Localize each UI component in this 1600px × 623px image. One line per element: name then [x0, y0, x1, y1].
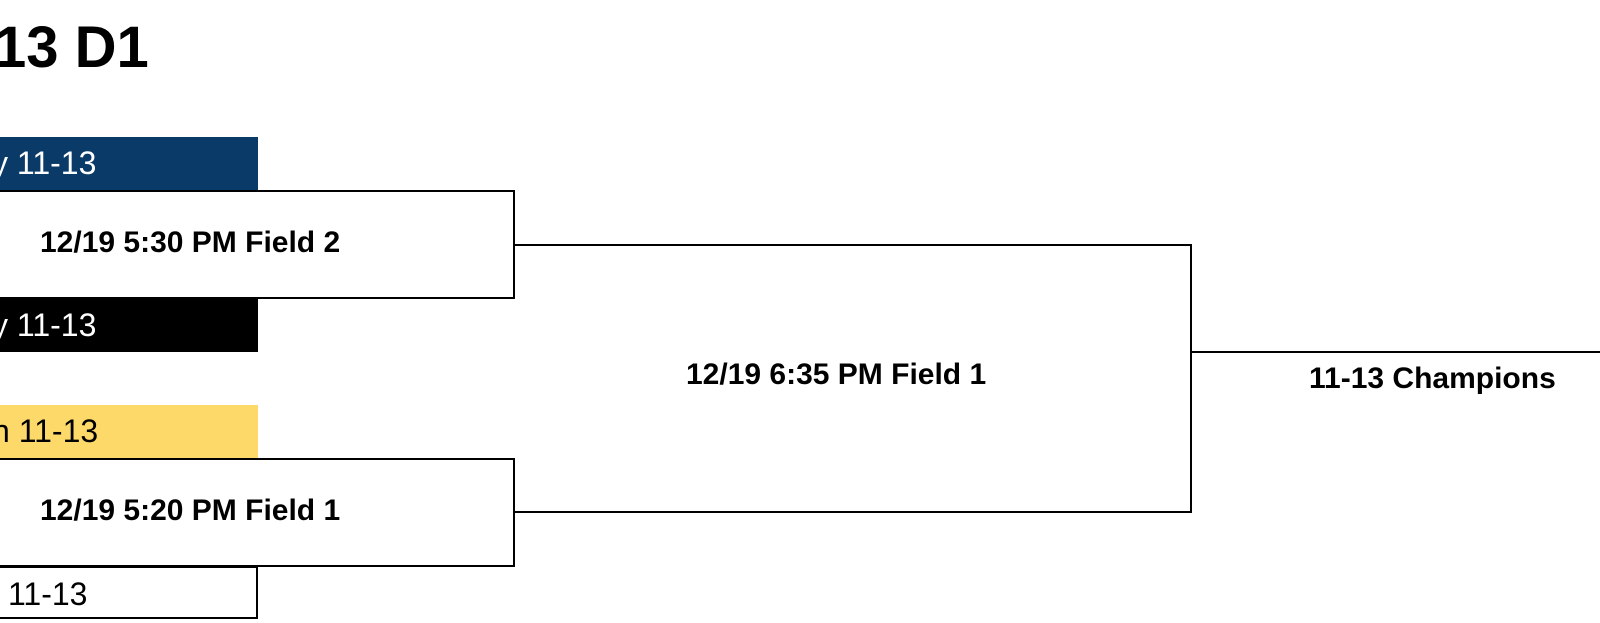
page-title: 13 D1: [0, 15, 149, 80]
match-label: 12/19 5:30 PM Field 2: [40, 226, 341, 259]
team-label: y 11-13: [0, 307, 97, 343]
connector-line-vertical: [1190, 244, 1192, 513]
connector-line-top: [515, 244, 1192, 246]
team-label: n 11-13: [0, 413, 99, 449]
final-match-label: 12/19 6:35 PM Field 1: [686, 358, 987, 391]
team-slot-1: y 11-13: [0, 137, 258, 190]
semifinal-match-1: 12/19 5:30 PM Field 2: [0, 190, 515, 299]
semifinal-match-2: 12/19 5:20 PM Field 1: [0, 458, 515, 567]
connector-line-champion: [1190, 351, 1600, 353]
team-slot-2: y 11-13: [0, 299, 258, 352]
connector-line-bottom: [515, 511, 1192, 513]
team-slot-3: n 11-13: [0, 405, 258, 458]
team-label: 11-13: [8, 576, 88, 612]
team-label: y 11-13: [0, 145, 97, 181]
champion-label: 11-13 Champions: [1309, 362, 1556, 395]
team-slot-4: 11-13: [0, 566, 258, 619]
match-label: 12/19 5:20 PM Field 1: [40, 494, 341, 527]
